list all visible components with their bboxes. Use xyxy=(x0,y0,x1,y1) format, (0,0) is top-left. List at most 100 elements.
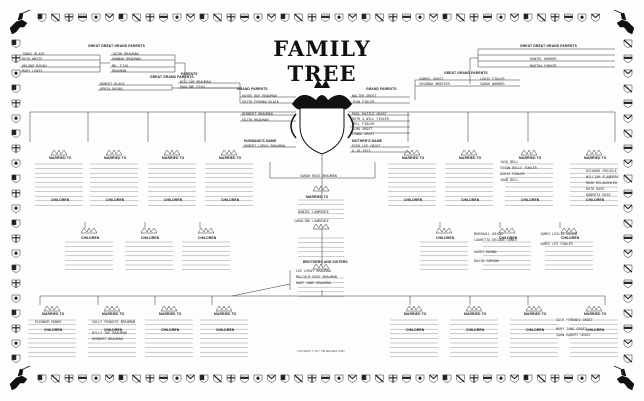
heraldic-shield xyxy=(64,374,74,383)
heraldic-shield xyxy=(429,13,438,22)
family-right-5: ROBERTA ROSE xyxy=(586,193,611,197)
ggp-left-3: ORLAND ROSAH xyxy=(22,64,47,68)
heraldic-shield xyxy=(294,374,303,383)
family-group-crown xyxy=(50,149,68,156)
children-label: CHILDREN xyxy=(216,328,235,332)
heraldic-shield xyxy=(240,374,249,383)
heraldic-shield xyxy=(388,374,398,383)
center-child-1: DANIEL LAWRENCE xyxy=(298,210,329,214)
right-mid-3: JAMES LESLIE NIXON xyxy=(540,232,577,236)
family-group-crown xyxy=(312,263,330,270)
ggp-right-1: DANIEL WARNER xyxy=(530,57,557,61)
heraldic-shield xyxy=(623,354,633,363)
center-children-header: SARAH ROSE BRAUMAN xyxy=(300,174,337,178)
heraldic-shield xyxy=(623,144,633,153)
heraldic-shield xyxy=(321,13,330,22)
family-group-crown xyxy=(465,305,483,312)
heraldic-shield xyxy=(64,13,74,22)
heraldic-shield xyxy=(623,159,633,168)
page-title: FAMILY TREE xyxy=(273,36,371,86)
heraldic-shield xyxy=(78,374,87,383)
family-right-1: RICHARD FRECKLE xyxy=(586,169,617,173)
heraldic-shield xyxy=(523,374,533,383)
heraldic-shield xyxy=(186,13,195,22)
children-label: CHILDREN xyxy=(81,236,100,240)
heraldic-shield xyxy=(172,374,182,383)
heraldic-shield xyxy=(591,13,600,22)
heraldic-shield xyxy=(623,309,633,318)
heraldic-shield xyxy=(623,264,633,273)
heraldic-shield xyxy=(11,279,21,288)
married-to-label: MARRIED TO xyxy=(584,156,607,160)
married-to-label: MARRIED TO xyxy=(459,156,482,160)
family-group-crown xyxy=(215,305,233,312)
heraldic-shield xyxy=(11,39,21,48)
children-label: CHILDREN xyxy=(106,198,125,202)
sibling-right-3: NELL FIDLER xyxy=(352,122,375,126)
heraldic-shield xyxy=(591,374,600,383)
parent-left-1: WILLIAM BRAUMAN xyxy=(180,80,211,84)
heraldic-shield xyxy=(11,144,21,153)
bottom-left-1: ELEANOR HUNKE xyxy=(35,320,62,324)
heraldic-shield xyxy=(469,374,479,383)
children-label: CHILDREN xyxy=(521,198,540,202)
heraldic-shield xyxy=(118,13,128,22)
ggp-left-1: JONAS BLACK xyxy=(22,52,45,56)
heraldic-shield xyxy=(483,374,492,383)
children-label: CHILDREN xyxy=(51,198,70,202)
center-bottom-child-2: MALCOLM ROSE BRAUMAN xyxy=(296,275,337,279)
gp-left-3: MR. FISH xyxy=(112,64,129,68)
heraldic-shield xyxy=(442,13,452,22)
heraldic-shield xyxy=(11,264,21,273)
bottom-left-2: SALLY FRANCES BRAUMAN xyxy=(92,320,135,324)
knight-icon xyxy=(9,9,31,35)
bottom-right-1: JACK FERRARI GROST xyxy=(556,318,593,322)
heraldic-shield xyxy=(623,114,633,123)
children-label: CHILDREN xyxy=(436,236,455,240)
label-great-great-grand-parents-right: GREAT GREAT GRAND PARENTS xyxy=(520,44,577,48)
heraldic-shield xyxy=(550,374,560,383)
heraldic-shield xyxy=(78,13,87,22)
family-group-crown xyxy=(220,149,238,156)
married-to-label: MARRIED TO xyxy=(104,156,127,160)
heraldic-shield xyxy=(537,374,546,383)
children-label: CHILDREN xyxy=(141,236,160,240)
children-label: CHILDREN xyxy=(104,328,123,332)
husband-name: ROBERT LEROY BRAUMAN xyxy=(244,144,285,148)
heraldic-shield xyxy=(51,374,60,383)
heraldic-shield xyxy=(11,69,21,78)
bottom-right-2: MARY JANE GROST xyxy=(556,327,587,331)
family-group-crown xyxy=(103,305,121,312)
heraldic-shield xyxy=(280,374,290,383)
children-label: CHILDREN xyxy=(561,236,580,240)
gp-right-1: LOUIS FIDLER xyxy=(480,77,505,81)
heraldic-shield xyxy=(11,84,21,93)
heraldic-shield xyxy=(11,204,21,213)
label-great-grand-parents-left: GREAT GRAND PARENTS xyxy=(150,75,194,79)
heraldic-shield xyxy=(375,374,384,383)
heraldic-shield xyxy=(623,129,633,138)
mother-left: EDITH BRAUMAN xyxy=(242,118,269,122)
husband-label: HUSBAND'S NAME xyxy=(244,139,277,143)
grandparent-left-2: EDITH FERMAN BLACK xyxy=(242,100,279,104)
heraldic-shield xyxy=(564,13,573,22)
heraldic-shield xyxy=(469,13,479,22)
printer-note: COPYRIGHT © 1977 THE RELIABLE CORP xyxy=(297,350,345,353)
row1-right-1: JACK BELL xyxy=(500,160,519,164)
heraldic-shield xyxy=(496,374,506,383)
married-to-label: MARRIED TO xyxy=(464,312,487,316)
heraldic-shield xyxy=(623,249,633,258)
row1-right-4: JOAN BELL xyxy=(500,178,519,182)
heraldic-shield xyxy=(623,294,633,303)
heraldic-shield xyxy=(402,374,411,383)
family-group-crown xyxy=(435,227,453,234)
heraldic-shield xyxy=(226,374,236,383)
heraldic-shield xyxy=(456,13,465,22)
grandparent-left-1: HAYDE RUE BRAUMAN xyxy=(242,94,277,98)
heraldic-shield xyxy=(348,374,357,383)
heraldic-shield xyxy=(564,374,573,383)
grandparent-right-2: JEAN FIDLER xyxy=(352,100,375,104)
heraldic-shield xyxy=(510,374,519,383)
children-label: CHILDREN xyxy=(461,198,480,202)
children-label: CHILDREN xyxy=(586,198,605,202)
